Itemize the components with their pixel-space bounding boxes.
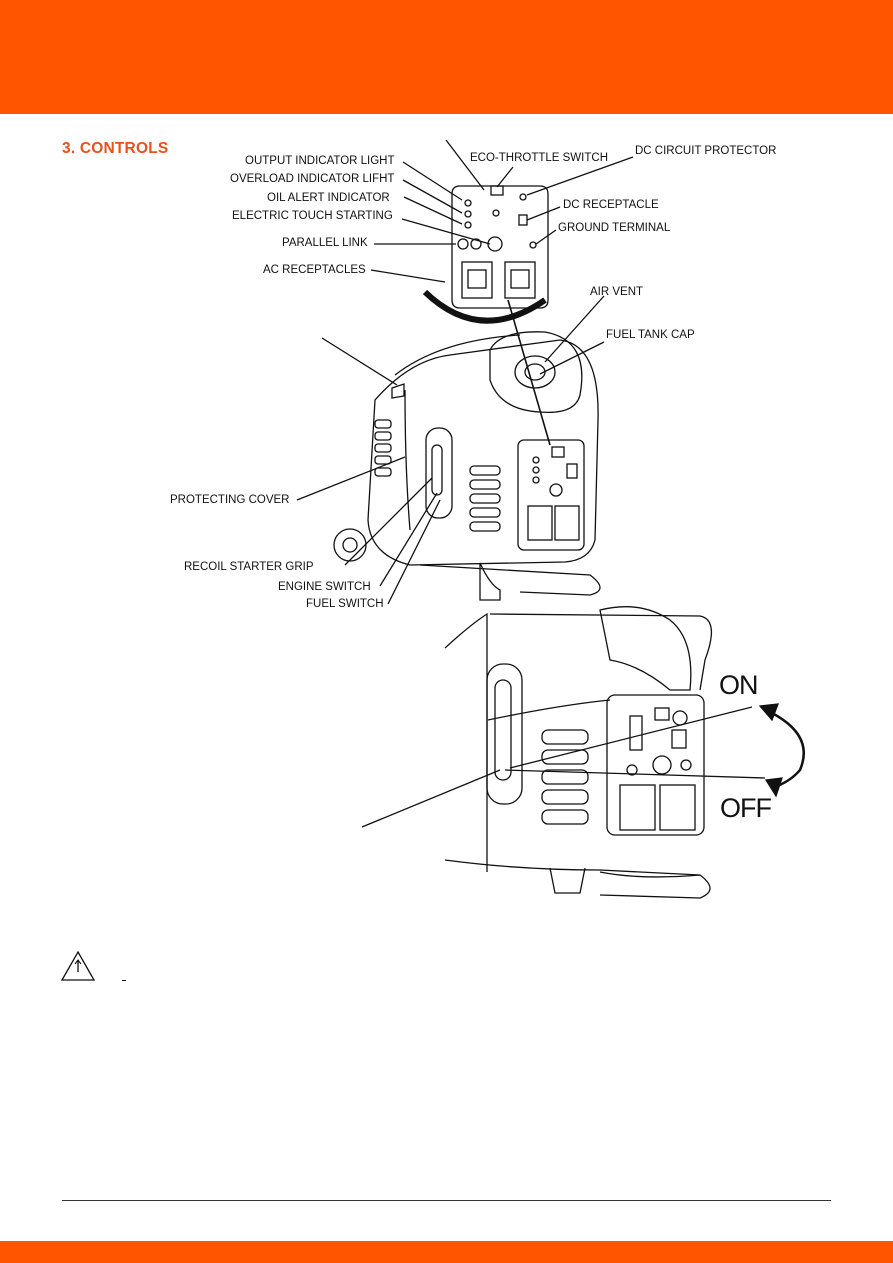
label-dc-protector: DC CIRCUIT PROTECTOR (635, 145, 777, 157)
label-air-vent: AIR VENT (590, 286, 644, 298)
label-output-indicator: OUTPUT INDICATOR LIGHT (245, 155, 395, 167)
label-parallel-link: PARALLEL LINK (282, 237, 368, 249)
section-title: 3. CONTROLS (62, 140, 169, 157)
panel-closeup (606, 694, 705, 836)
control-panel-outline (451, 185, 549, 309)
parallel-link-shape (457, 238, 469, 250)
label-engine-switch: ENGINE SWITCH (278, 581, 371, 593)
generator-body (367, 339, 599, 566)
warning-triangle-icon (60, 950, 96, 987)
start-button-shape (487, 236, 503, 252)
header-band (0, 0, 893, 114)
eco-switch-shape (490, 185, 504, 196)
side-panel (517, 439, 585, 551)
footer-rule (62, 1200, 831, 1201)
label-ac-receptacles: AC RECEPTACLES (263, 264, 366, 276)
label-overload-indicator: OVERLOAD INDICATOR LIFHT (230, 173, 395, 185)
fuel-cap-shape (514, 355, 556, 389)
warning-text-marker (122, 980, 126, 981)
label-protecting-cover: PROTECTING COVER (170, 494, 290, 506)
label-fuel-cap: FUEL TANK CAP (606, 329, 695, 341)
ground-terminal-shape (529, 241, 537, 249)
label-recoil-grip: RECOIL STARTER GRIP (184, 561, 314, 573)
label-electric-start: ELECTRIC TOUCH STARTING (232, 210, 393, 222)
label-fuel-switch: FUEL SWITCH (306, 598, 384, 610)
label-oil-alert: OIL ALERT INDICATOR (267, 192, 390, 204)
fuel-tank-area (489, 331, 583, 414)
label-eco-throttle: ECO-THROTTLE SWITCH (470, 152, 608, 164)
output-light-shape (464, 199, 472, 207)
ac-receptacle-left (461, 261, 493, 299)
switch-off-label: OFF (720, 793, 772, 823)
label-ground-terminal: GROUND TERMINAL (558, 222, 671, 234)
label-dc-receptacle: DC RECEPTACLE (563, 199, 659, 211)
switch-on-label: ON (719, 670, 758, 700)
dc-receptacle-shape (518, 214, 528, 226)
footer-band (0, 1241, 893, 1263)
dc-protector-shape (519, 193, 527, 201)
ac-receptacle-right (504, 261, 536, 299)
wheel (333, 528, 367, 562)
